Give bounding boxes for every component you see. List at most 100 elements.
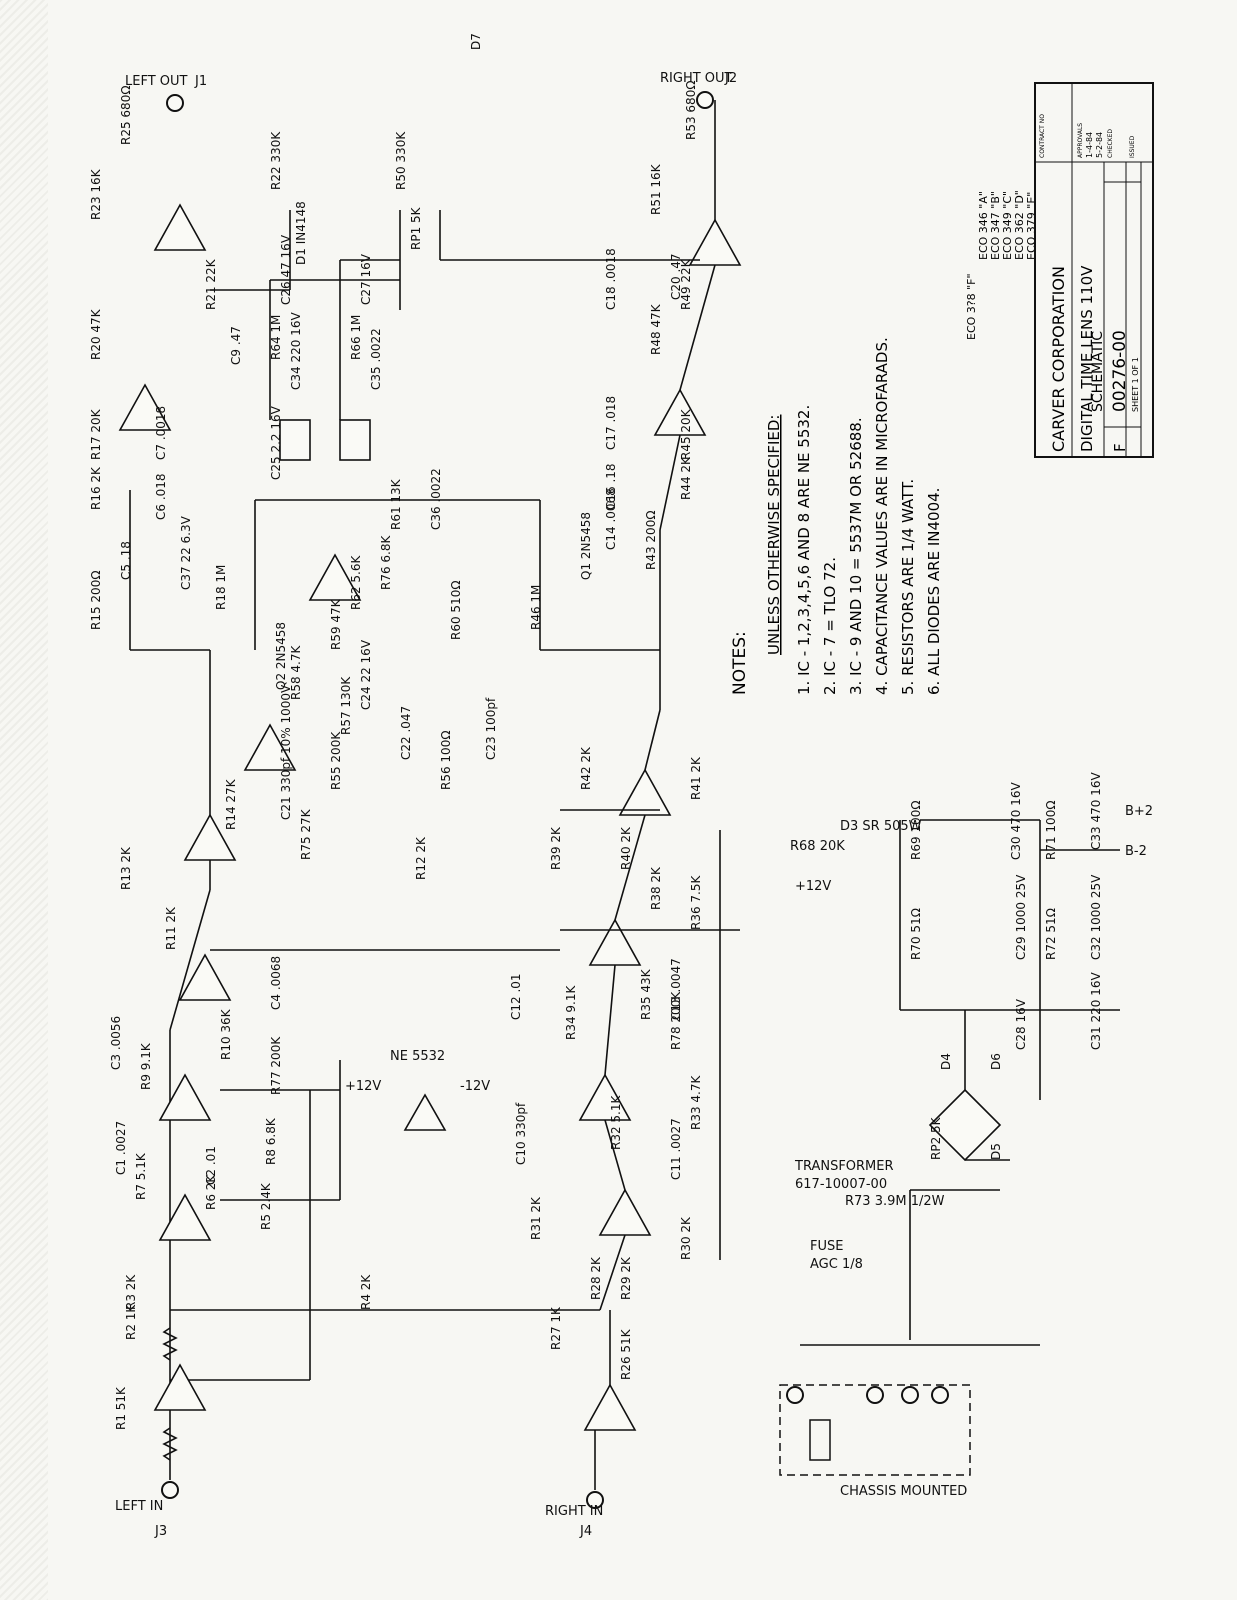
opamp-symbols bbox=[118, 203, 742, 1431]
ic6b-left-opamp bbox=[118, 383, 172, 431]
component-label: D1 IN4148 bbox=[294, 201, 308, 265]
ic1b-right-opamp bbox=[598, 1188, 652, 1236]
component-label: Q2 2N5458 bbox=[274, 622, 288, 690]
component-label: C3 .0056 bbox=[109, 1016, 123, 1070]
sheet-number: SHEET 1 OF 1 bbox=[1131, 357, 1140, 412]
component-label: R61 13K bbox=[389, 478, 403, 530]
component-label: R2 1K bbox=[124, 1304, 138, 1340]
component-label: C17 .018 bbox=[604, 396, 618, 450]
note-item: 2. IC - 7 = TLO 72. bbox=[821, 557, 839, 695]
component-label: R27 1K bbox=[549, 1306, 563, 1350]
ic4b-right-opamp bbox=[588, 918, 642, 966]
company-name: CARVER CORPORATION bbox=[1049, 266, 1068, 452]
fuse-holder bbox=[809, 1419, 831, 1461]
bm2-label: B-2 bbox=[1125, 844, 1147, 859]
terminal-c bbox=[866, 1386, 884, 1404]
chassis-mounted-box bbox=[779, 1384, 971, 1476]
component-label: C37 22 6.3V bbox=[179, 515, 193, 590]
j2-ref: J2 bbox=[724, 71, 737, 86]
component-label: C4 .0068 bbox=[269, 956, 283, 1010]
component-label: R15 200Ω bbox=[89, 571, 103, 631]
ic2b-right-opamp bbox=[583, 1383, 637, 1431]
component-label: RP2 5K bbox=[929, 1116, 943, 1160]
component-label: R50 330K bbox=[394, 131, 408, 190]
fuse-rating: AGC 1/8 bbox=[810, 1257, 863, 1272]
component-label: R60 510Ω bbox=[449, 581, 463, 641]
power-supply bbox=[779, 819, 1120, 1476]
ic7b-opamp bbox=[308, 553, 362, 601]
component-label: C10 330pf bbox=[514, 1102, 528, 1165]
ic3-left-opamp bbox=[158, 1073, 212, 1121]
date-drawn: 1-4-84 bbox=[1085, 132, 1094, 158]
ic3b-left-opamp bbox=[178, 953, 232, 1001]
r73-label: R73 3.9M 1/2W bbox=[845, 1194, 945, 1209]
component-label: C32 1000 25V bbox=[1089, 874, 1103, 960]
notes-header: NOTES: bbox=[730, 631, 750, 695]
component-label: R9 9.1K bbox=[139, 1042, 153, 1090]
component-label: D5 bbox=[989, 1143, 1003, 1160]
schematic-drawing: LEFT IN RIGHT IN LEFT OUT RIGHT OUT J3 J… bbox=[89, 33, 1153, 1539]
component-label: RP1 5K bbox=[409, 206, 423, 250]
d3-label: D3 SR 505W bbox=[840, 819, 922, 834]
r68-label: R68 20K bbox=[790, 839, 845, 854]
ne5532-pos-label: +12V bbox=[345, 1079, 381, 1094]
component-label: C18 .0018 bbox=[604, 248, 618, 310]
field-label: CONTRACT NO bbox=[1039, 114, 1046, 158]
component-label: R32 5.1K bbox=[609, 1094, 623, 1150]
component-label: R66 1M bbox=[349, 315, 363, 360]
ic9-block bbox=[279, 419, 311, 461]
j2-label: RIGHT OUT bbox=[660, 71, 733, 86]
component-label: R41 2K bbox=[689, 756, 703, 800]
component-label: R69 100Ω bbox=[909, 801, 923, 861]
component-label: R48 47K bbox=[649, 303, 663, 355]
component-label: R58 4.7K bbox=[289, 644, 303, 700]
component-label: C5 .18 bbox=[119, 541, 133, 580]
component-label: C28 16V bbox=[1014, 998, 1028, 1050]
field-label: APPROVALS bbox=[1077, 123, 1084, 158]
eco-item: ECO 347 "B" bbox=[989, 191, 1002, 260]
terminal-b bbox=[901, 1386, 919, 1404]
ne5532-neg-label: -12V bbox=[460, 1079, 490, 1094]
component-label: R35 43K bbox=[639, 968, 653, 1020]
labels: LEFT IN RIGHT IN LEFT OUT RIGHT OUT J3 J… bbox=[115, 71, 1153, 1539]
component-label: R64 1M bbox=[269, 315, 283, 360]
eco-item: ECO 349 "C" bbox=[1001, 191, 1014, 260]
component-label: R77 200K bbox=[269, 1036, 283, 1095]
component-label: R17 20K bbox=[89, 408, 103, 460]
component-label: C31 220 16V bbox=[1089, 972, 1103, 1050]
note-item: 3. IC - 9 AND 10 = 5537M OR 52688. bbox=[847, 417, 865, 695]
component-label: R8 6.8K bbox=[264, 1117, 278, 1165]
component-label: C21 330pf 10% 1000V bbox=[279, 684, 293, 820]
ic6-left-opamp bbox=[183, 813, 237, 861]
component-label: R25 680Ω bbox=[119, 86, 133, 146]
drawing-number: 00276-00 bbox=[1110, 330, 1130, 412]
j1-label: LEFT OUT bbox=[125, 74, 188, 89]
component-label: D6 bbox=[989, 1053, 1003, 1070]
eco-item: ECO 362 "D" bbox=[1013, 190, 1026, 260]
component-label: R62 5.6K bbox=[349, 554, 363, 610]
component-label: R45 20K bbox=[679, 408, 693, 460]
component-label: C6 .018 bbox=[154, 473, 168, 520]
component-label: R23 16K bbox=[89, 168, 103, 220]
eco-item: ECO 3?8 "F" bbox=[965, 273, 978, 340]
ic2-left-opamp bbox=[158, 1193, 212, 1241]
component-label: Q1 2N5458 bbox=[579, 512, 593, 580]
component-label: C34 220 16V bbox=[289, 312, 303, 390]
component-label: C16 .18 bbox=[604, 463, 618, 510]
component-label: R34 9.1K bbox=[564, 984, 578, 1040]
ic1-left-opamp bbox=[153, 1363, 207, 1411]
note-item: 1. IC - 1,2,3,4,5,6 AND 8 ARE NE 5532. bbox=[795, 405, 813, 695]
component-label: R30 2K bbox=[679, 1216, 693, 1260]
component-label: R22 330K bbox=[269, 131, 283, 190]
component-label: R49 22K bbox=[679, 258, 693, 310]
title-block: CARVER CORPORATION DIGITAL TIME LENS 110… bbox=[1034, 82, 1154, 458]
ic10-block bbox=[339, 419, 371, 461]
component-label: R70 51Ω bbox=[909, 908, 923, 960]
component-label: R10 36K bbox=[219, 1008, 233, 1060]
ne5532-label: NE 5532 bbox=[390, 1049, 445, 1064]
component-label: D7 bbox=[469, 33, 483, 50]
component-label: R3 2K bbox=[124, 1274, 138, 1310]
component-label: R31 2K bbox=[529, 1196, 543, 1240]
component-label: R55 200K bbox=[329, 731, 343, 790]
